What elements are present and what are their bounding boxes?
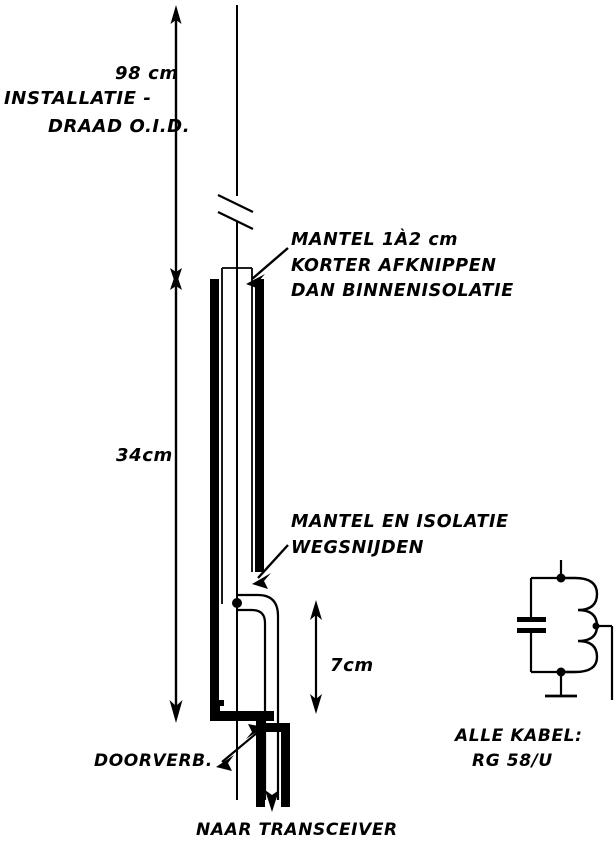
arrow-down-upper-head (170, 272, 182, 290)
shield-bottom-elbow (210, 700, 290, 807)
alle-kabel-label-line1: ALLE KABEL: (453, 726, 582, 746)
coil-inductor-symbol (561, 576, 599, 674)
inner-conductor-loop (232, 593, 280, 800)
double-headed-arrow-up-head (310, 600, 322, 620)
pointer-arrow-doorverb (216, 724, 264, 771)
naar-transceiver-label: NAAR TRANSCEIVER (196, 820, 398, 840)
note-isolatie-line2: WEGSNIJDEN (291, 538, 424, 558)
lower-coax-shield-left-bar (256, 721, 265, 807)
capacitor-plate-top (517, 617, 546, 622)
note-mantel-line3: DAN BINNENISOLATIE (291, 281, 514, 301)
dimension-7cm-label: 7cm (330, 655, 374, 676)
lower-coax-shield-right-bar (281, 731, 290, 807)
note-mantel-line2: KORTER AFKNIPPEN (291, 256, 497, 276)
note-mantel-line1: MANTEL 1À2 cm (291, 228, 458, 250)
installation-wire-label-line1: INSTALLATIE - (4, 88, 152, 109)
dimension-34cm-label: 34cm (116, 445, 173, 466)
dimension-98cm-group (170, 5, 182, 286)
double-headed-arrow-down-head (310, 694, 322, 714)
dimension-98cm-label: 98 cm (115, 63, 179, 84)
shield-bottom-notch (214, 704, 220, 712)
lower-coax-shield-top-link (264, 723, 290, 732)
pointer-arrow-mantel (246, 247, 289, 290)
arrow-down (169, 700, 183, 723)
installation-wire-label-line2: DRAAD O.I.D. (48, 116, 190, 137)
coax-shield-left-bar (210, 279, 219, 720)
shield-bottom-tab (216, 700, 224, 706)
coax-upper-section (210, 267, 264, 720)
lc-tank-circuit (517, 560, 614, 700)
alle-kabel-label-line2: RG 58/U (472, 751, 553, 771)
note-isolatie-line1: MANTEL EN ISOLATIE (291, 512, 509, 532)
capacitor-plate-bottom (517, 628, 546, 633)
antenna-wire-group (217, 5, 254, 268)
arrow-up (170, 5, 182, 24)
pointer-arrow-isolatie (252, 544, 289, 589)
doorverb-label: DOORVERB. (94, 751, 213, 771)
arrow-down-to-transceiver (265, 790, 279, 812)
shield-bottom-crossbar (210, 711, 274, 721)
dimension-7cm-group (310, 600, 322, 714)
dimension-34cm-group (169, 272, 183, 723)
coax-shield-right-bar (255, 279, 264, 572)
loop-outer-conductor (237, 593, 280, 800)
wire-break-symbol (217, 194, 254, 230)
loop-inner-conductor (237, 608, 267, 800)
